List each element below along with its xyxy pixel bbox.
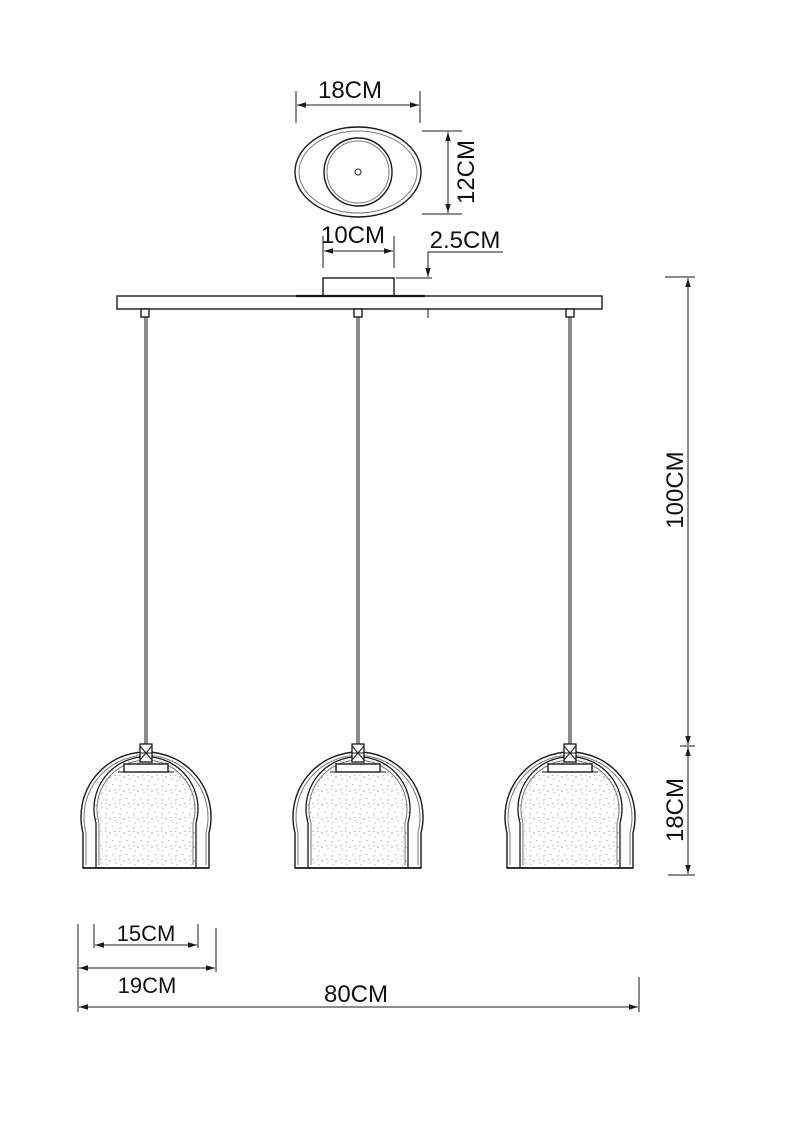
dimension-canopy-depth: 12CM: [422, 130, 480, 215]
dimension-cable-length: 100CM: [662, 276, 695, 747]
inner-shade-width-label: 15CM: [117, 921, 176, 946]
shade-right: [504, 743, 636, 869]
canopy-depth-label: 12CM: [453, 140, 480, 204]
dimension-canopy-width: 18CM: [295, 77, 421, 123]
ceiling-bar: [116, 294, 603, 310]
dimension-total-width: 80CM: [79, 977, 640, 1012]
dimension-shade-height: 18CM: [662, 747, 695, 876]
canopy-base: [322, 277, 395, 297]
cable-right: [565, 308, 575, 744]
shade-height-label: 18CM: [662, 778, 689, 842]
outer-shade-width-label: 19CM: [118, 973, 177, 998]
shade-middle: [292, 743, 424, 869]
dimension-canopy-base-width: 10CM: [321, 222, 395, 268]
shade-left: [80, 743, 212, 869]
dimension-outer-shade-width: 19CM: [77, 924, 217, 1012]
canopy-height-label: 2.5CM: [430, 227, 501, 254]
canopy-base-width-label: 10CM: [321, 222, 385, 249]
cable-middle: [353, 308, 363, 744]
cable-left: [140, 308, 150, 744]
total-width-label: 80CM: [324, 981, 388, 1008]
canopy-top-view: [294, 126, 422, 218]
canopy-width-label: 18CM: [318, 77, 382, 104]
cable-length-label: 100CM: [662, 451, 689, 528]
dimension-inner-shade-width: 15CM: [93, 921, 199, 948]
